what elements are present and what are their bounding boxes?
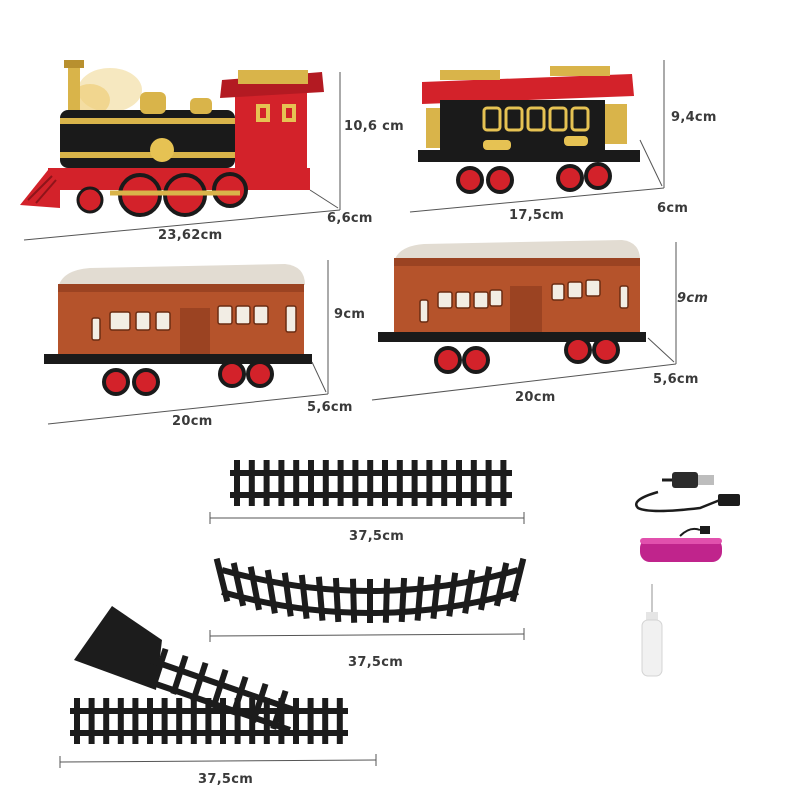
track-sleeper bbox=[349, 578, 358, 623]
track-sleeper bbox=[278, 460, 285, 506]
track-sleeper bbox=[332, 577, 342, 623]
track-sleeper bbox=[176, 698, 183, 744]
switch-track bbox=[70, 606, 348, 744]
straight-track-length-label: 37,5cm bbox=[349, 529, 405, 544]
track-sleeper bbox=[478, 566, 493, 611]
track-sleeper bbox=[263, 698, 270, 744]
tender-car bbox=[418, 66, 640, 194]
track-sleeper bbox=[170, 654, 189, 695]
tender-length-label: 17,5cm bbox=[509, 208, 565, 223]
tender-height-label: 9,4cm bbox=[671, 110, 717, 125]
track-sleeper bbox=[470, 460, 477, 506]
track-sleeper bbox=[396, 460, 403, 506]
track-sleeper bbox=[150, 647, 169, 688]
track-sleeper bbox=[382, 460, 388, 506]
track-sleeper bbox=[298, 574, 310, 620]
track-sleeper bbox=[336, 698, 343, 744]
passenger-car-2-length-label: 20cm bbox=[515, 390, 556, 405]
track-sleeper bbox=[161, 698, 168, 744]
smoke-oil-dropper-bottle bbox=[641, 584, 663, 677]
track-sleeper bbox=[281, 572, 294, 617]
lithium-battery bbox=[640, 526, 722, 562]
track-sleeper bbox=[307, 698, 314, 744]
straight-track bbox=[230, 460, 512, 506]
track-sleeper bbox=[210, 668, 229, 709]
track-sleeper bbox=[411, 460, 418, 506]
track-sleeper bbox=[485, 460, 492, 506]
locomotive-length-label: 23,62cm bbox=[158, 228, 223, 243]
track-sleeper bbox=[352, 460, 359, 506]
track-sleeper bbox=[147, 698, 153, 744]
track-sleeper bbox=[414, 576, 425, 621]
track-sleeper bbox=[190, 661, 209, 702]
track-sleeper bbox=[293, 460, 300, 506]
track-sleeper bbox=[322, 698, 329, 744]
tender-width-label: 6cm bbox=[657, 201, 689, 216]
track-sleeper bbox=[248, 460, 255, 506]
track-sleeper bbox=[509, 557, 527, 603]
track-sleeper bbox=[230, 675, 249, 716]
track-sleeper bbox=[446, 572, 459, 617]
passenger-car-1-width-label: 5,6cm bbox=[307, 400, 353, 415]
passenger-car-1-height-label: 9cm bbox=[334, 307, 366, 322]
track-sleeper bbox=[213, 557, 231, 603]
locomotive bbox=[20, 60, 324, 217]
track-sleeper bbox=[220, 698, 226, 744]
track-sleeper bbox=[426, 460, 433, 506]
switch-track-length-label: 37,5cm bbox=[198, 772, 254, 787]
track-sleeper bbox=[441, 460, 448, 506]
track-sleeper bbox=[493, 562, 510, 607]
passenger-car-2-width-label: 5,6cm bbox=[653, 372, 699, 387]
track-sleeper bbox=[230, 562, 247, 607]
locomotive-height-label: 10,6 cm bbox=[344, 119, 404, 134]
track-sleeper bbox=[398, 577, 408, 623]
track-sleeper bbox=[132, 698, 139, 744]
curved-track-length-label: 37,5cm bbox=[348, 655, 404, 670]
track-sleeper bbox=[264, 569, 278, 614]
track-sleeper bbox=[322, 460, 329, 506]
track-sleeper bbox=[293, 698, 299, 744]
track-sleeper bbox=[367, 460, 374, 506]
track-sleeper bbox=[247, 566, 262, 611]
track-sleeper bbox=[278, 698, 285, 744]
track-sleeper bbox=[234, 460, 240, 506]
track-sleeper bbox=[117, 698, 124, 744]
locomotive-width-label: 6,6cm bbox=[327, 211, 373, 226]
track-sleeper bbox=[462, 569, 476, 614]
track-sleeper bbox=[190, 698, 197, 744]
passenger-car-1 bbox=[44, 264, 312, 396]
track-sleeper bbox=[74, 698, 80, 744]
track-sleeper bbox=[430, 574, 442, 620]
track-sleeper bbox=[456, 460, 462, 506]
track-sleeper bbox=[315, 576, 326, 621]
track-sleeper bbox=[382, 578, 391, 623]
track-sleeper bbox=[500, 460, 507, 506]
track-sleeper bbox=[367, 579, 373, 623]
track-sleeper bbox=[103, 698, 110, 744]
track-sleeper bbox=[263, 460, 270, 506]
usb-charging-cable bbox=[635, 472, 740, 513]
track-sleeper bbox=[250, 682, 269, 723]
passenger-car-2 bbox=[378, 240, 646, 374]
track-sleeper bbox=[308, 460, 314, 506]
track-sleeper bbox=[88, 698, 95, 744]
track-sleeper bbox=[337, 460, 344, 506]
curved-track bbox=[213, 557, 527, 623]
dimension-lines bbox=[23, 60, 677, 768]
track-sleeper bbox=[234, 698, 241, 744]
track-sleeper bbox=[270, 689, 289, 730]
passenger-car-2-height-label: 9cm bbox=[677, 291, 709, 306]
track-sleeper bbox=[205, 698, 212, 744]
passenger-car-1-length-label: 20cm bbox=[172, 414, 213, 429]
